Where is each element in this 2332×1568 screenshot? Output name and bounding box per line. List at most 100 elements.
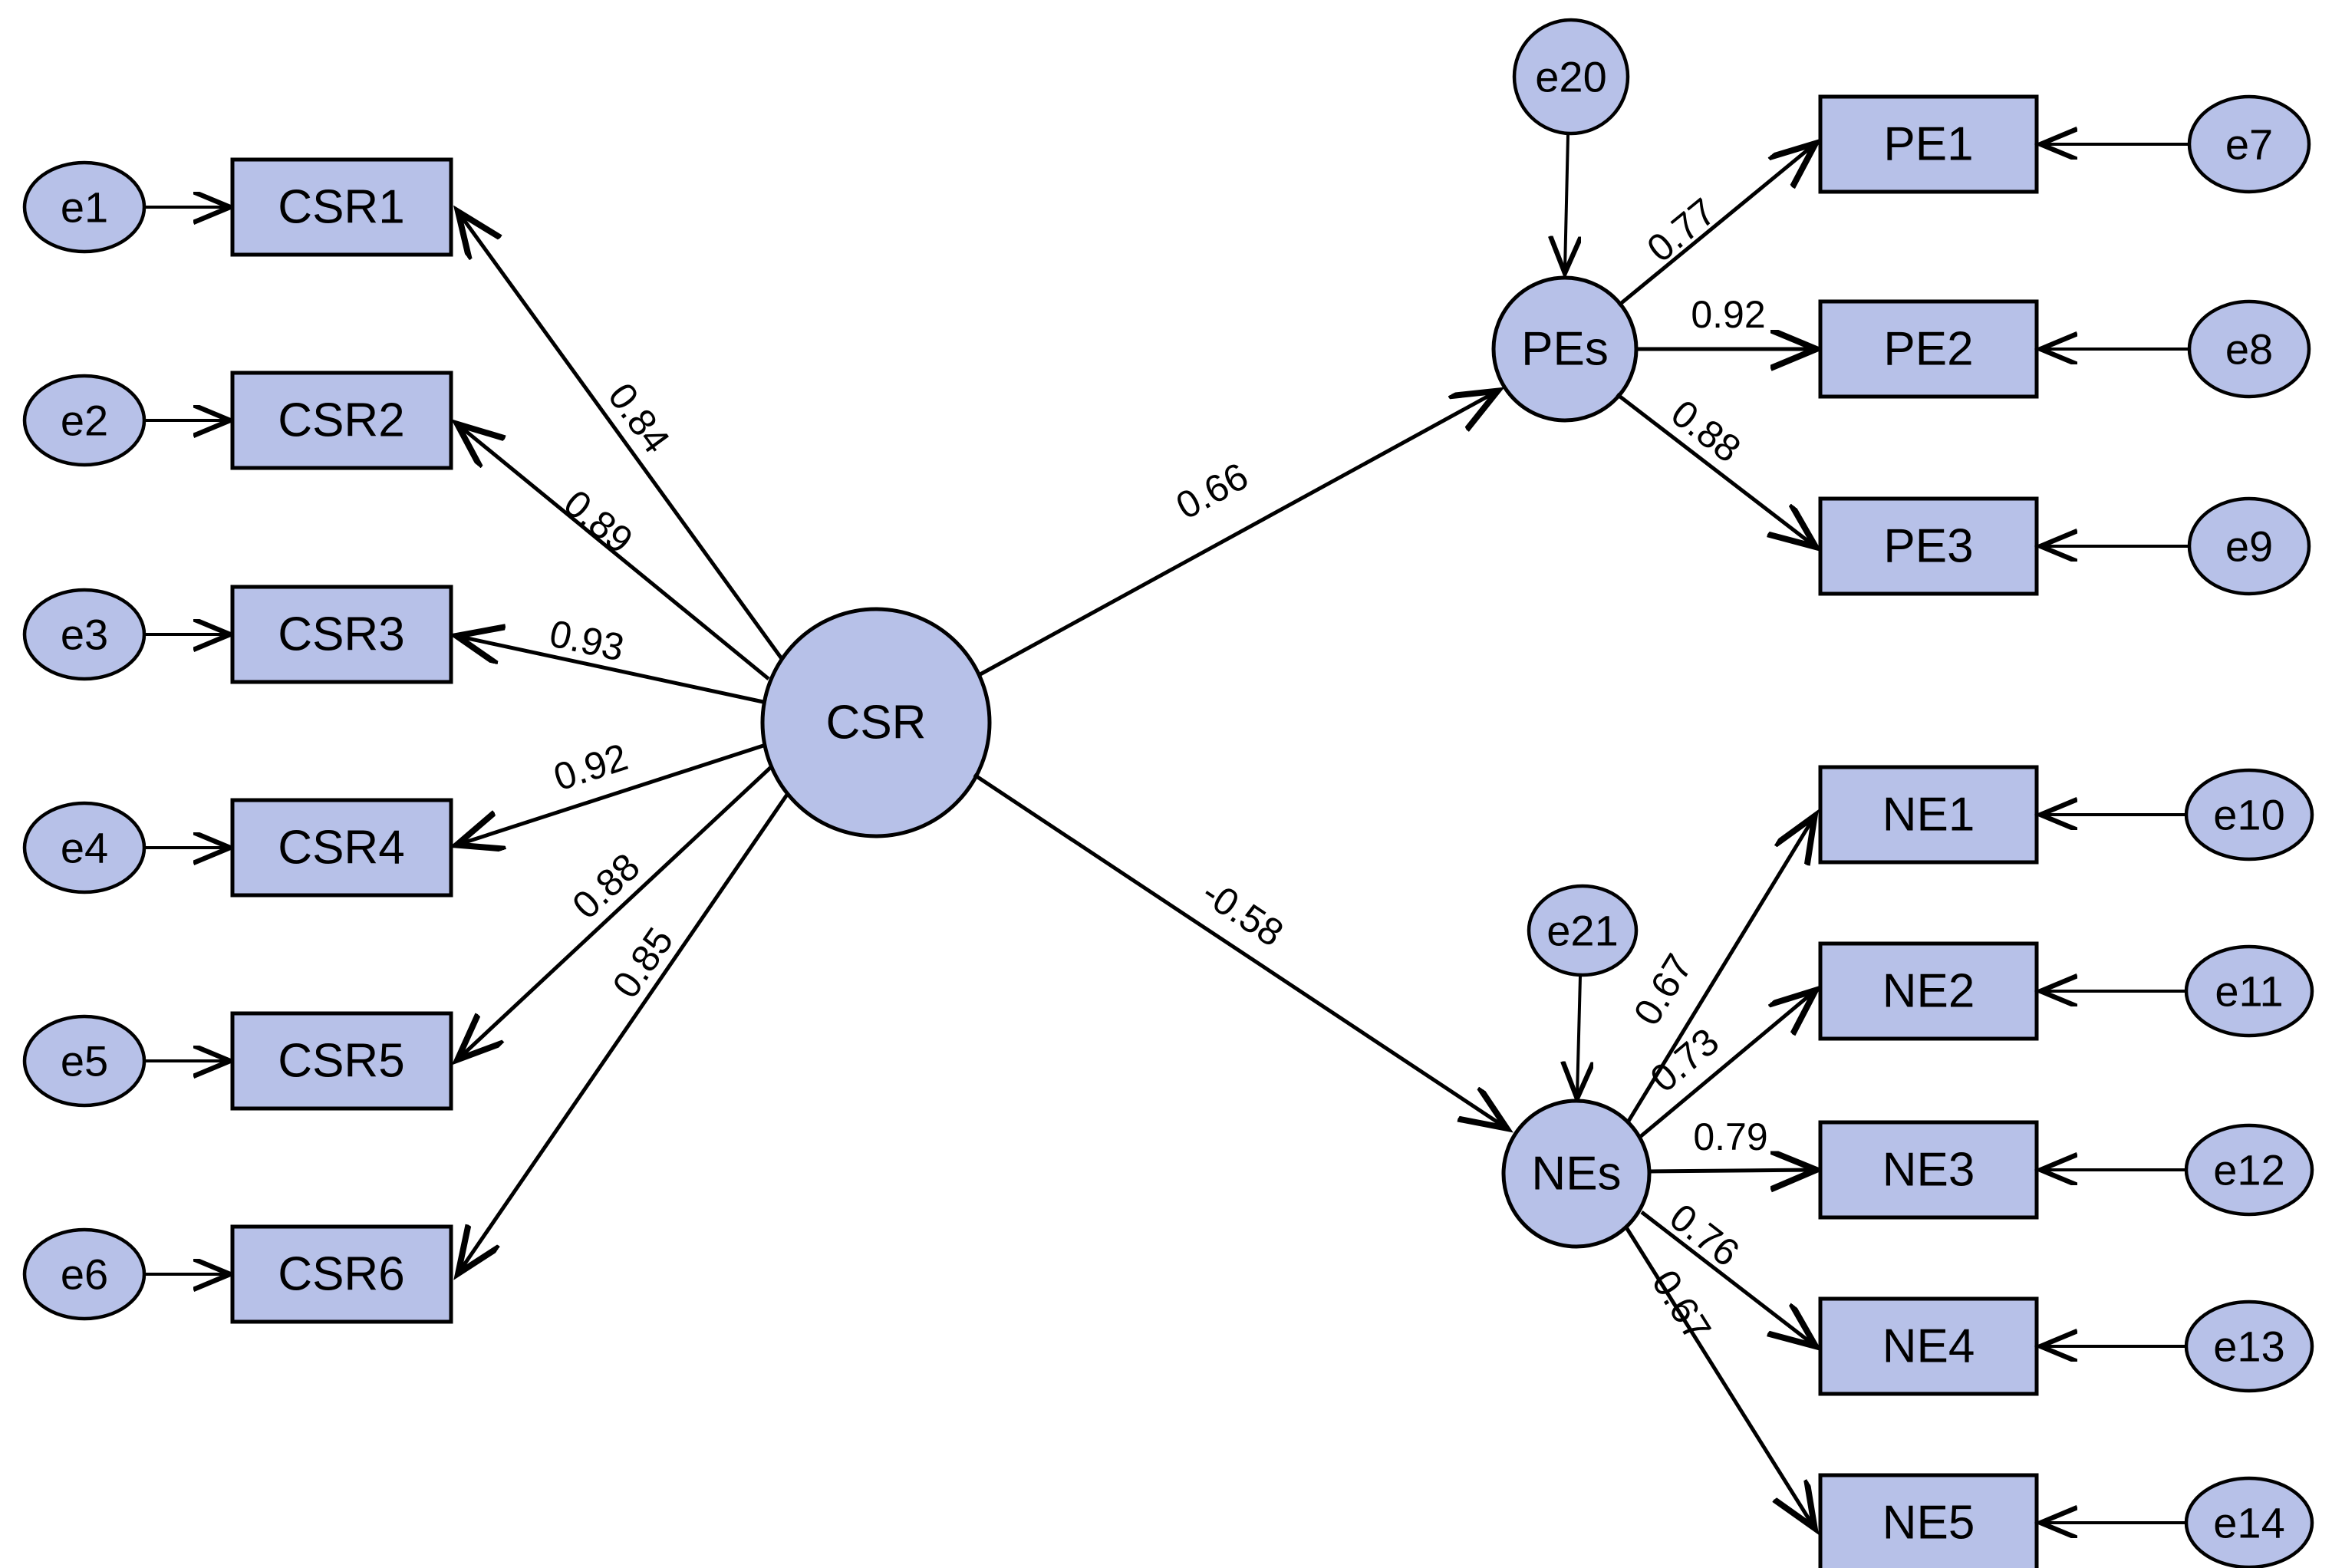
latent-label-pes: PEs: [1521, 323, 1609, 376]
error-label-e1: e1: [61, 183, 108, 232]
error-label-e14: e14: [2213, 1499, 2284, 1547]
indicator-node-csr1[interactable]: CSR1: [230, 157, 453, 257]
indicator-label-ne2: NE2: [1882, 965, 1975, 1018]
error-node-e11[interactable]: e11: [2184, 944, 2314, 1038]
coef-csr-nes: -0.58: [1194, 871, 1291, 955]
csr-error-group: e1 e2 e3 e4 e5 e6: [22, 160, 227, 1321]
indicator-node-ne5[interactable]: NE5: [1818, 1473, 2039, 1568]
coef-csr1: 0.84: [600, 375, 678, 461]
indicator-node-ne1[interactable]: NE1: [1818, 765, 2039, 865]
csr-indicator-group: CSR1 CSR2 CSR3 CSR4 CSR5 CSR6: [230, 157, 453, 1324]
edge-e21-nes: [1577, 976, 1580, 1095]
indicator-node-ne3[interactable]: NE3: [1818, 1120, 2039, 1220]
latent-label-nes: NEs: [1531, 1148, 1621, 1201]
error-label-e5: e5: [61, 1037, 108, 1085]
indicator-node-ne4[interactable]: NE4: [1818, 1296, 2039, 1396]
error-node-e12[interactable]: e12: [2184, 1123, 2314, 1217]
nes-cluster: e21 NEs 0.67 0.73 0.79 0.76 0.67 NE1 NE2…: [1501, 765, 2314, 1568]
path-nes-ne4: [1640, 1211, 1813, 1344]
error-label-e7: e7: [2225, 120, 2273, 169]
indicator-label-pe2: PE2: [1883, 323, 1973, 376]
disturbance-node-e20[interactable]: e20: [1512, 18, 1630, 136]
coef-pe1: 0.77: [1639, 189, 1724, 270]
indicator-label-ne4: NE4: [1882, 1320, 1975, 1373]
error-node-e1[interactable]: e1: [22, 160, 147, 254]
coef-ne2: 0.73: [1642, 1020, 1728, 1100]
coef-pe3: 0.88: [1663, 391, 1748, 471]
error-node-e2[interactable]: e2: [22, 374, 147, 467]
error-node-e6[interactable]: e6: [22, 1227, 147, 1321]
indicator-label-ne3: NE3: [1882, 1144, 1975, 1197]
error-label-e12: e12: [2213, 1146, 2284, 1194]
coef-csr2: 0.89: [556, 482, 641, 562]
indicator-label-ne5: NE5: [1882, 1497, 1975, 1550]
error-node-e3[interactable]: e3: [22, 588, 147, 681]
error-label-e6: e6: [61, 1250, 108, 1299]
disturbance-label-e21: e21: [1546, 907, 1618, 955]
error-label-e8: e8: [2225, 325, 2273, 374]
error-label-e9: e9: [2225, 522, 2273, 571]
indicator-node-csr2[interactable]: CSR2: [230, 371, 453, 470]
path-nes-ne1: [1625, 819, 1813, 1124]
pes-cluster: e20 PEs 0.77 0.92 0.88 PE1 PE2 PE3: [1491, 18, 2311, 596]
path-csr-csr5: [460, 766, 772, 1057]
error-label-e3: e3: [61, 611, 108, 659]
path-csr-csr6: [460, 789, 792, 1270]
indicator-label-pe1: PE1: [1883, 118, 1973, 171]
indicator-node-pe1[interactable]: PE1: [1818, 94, 2039, 194]
indicator-node-csr6[interactable]: CSR6: [230, 1224, 453, 1324]
indicator-node-ne2[interactable]: NE2: [1818, 941, 2039, 1041]
error-label-e4: e4: [61, 824, 108, 872]
coef-ne3: 0.79: [1693, 1115, 1767, 1158]
indicator-label-ne1: NE1: [1882, 789, 1975, 842]
csr-loading-labels: 0.84 0.89 0.93 0.92 0.88 0.85: [546, 375, 682, 1006]
path-nes-ne3: [1649, 1170, 1813, 1171]
path-nes-ne5: [1624, 1226, 1813, 1525]
latent-node-nes[interactable]: NEs: [1501, 1099, 1652, 1249]
latent-label-csr: CSR: [826, 697, 927, 749]
indicator-node-csr4[interactable]: CSR4: [230, 798, 453, 898]
path-nes-ne2: [1639, 993, 1813, 1138]
disturbance-label-e20: e20: [1535, 53, 1606, 101]
path-pes-pe1: [1617, 146, 1813, 307]
coef-csr3: 0.93: [546, 611, 628, 669]
indicator-label-csr5: CSR5: [278, 1035, 404, 1088]
structural-paths: 0.66 -0.58: [973, 393, 1504, 1126]
error-node-e10[interactable]: e10: [2184, 768, 2314, 861]
indicator-label-csr6: CSR6: [278, 1248, 404, 1301]
error-node-e13[interactable]: e13: [2184, 1300, 2314, 1393]
path-csr-csr1: [460, 215, 785, 661]
indicator-label-csr2: CSR2: [278, 394, 404, 447]
path-csr-csr2: [460, 427, 770, 680]
indicator-label-csr3: CSR3: [278, 608, 404, 661]
indicator-node-csr3[interactable]: CSR3: [230, 585, 453, 684]
path-csr-csr4: [460, 743, 764, 844]
latent-node-pes[interactable]: PEs: [1491, 275, 1639, 423]
indicator-node-pe2[interactable]: PE2: [1818, 299, 2039, 399]
path-csr-pes: [977, 393, 1494, 677]
path-csr-nes: [973, 772, 1504, 1126]
indicator-label-csr4: CSR4: [278, 822, 404, 875]
error-label-e2: e2: [61, 397, 108, 445]
error-node-e9[interactable]: e9: [2187, 496, 2311, 596]
coef-pe2: 0.92: [1691, 293, 1765, 336]
error-label-e10: e10: [2213, 791, 2284, 839]
csr-loading-paths: [460, 215, 792, 1270]
error-node-e8[interactable]: e8: [2187, 299, 2311, 399]
coef-csr4: 0.92: [548, 735, 633, 799]
indicator-label-csr1: CSR1: [278, 181, 404, 234]
error-node-e14[interactable]: e14: [2184, 1476, 2314, 1568]
error-node-e5[interactable]: e5: [22, 1014, 147, 1108]
error-label-e13: e13: [2213, 1323, 2284, 1371]
indicator-node-csr5[interactable]: CSR5: [230, 1011, 453, 1111]
error-node-e7[interactable]: e7: [2187, 94, 2311, 194]
indicator-label-pe3: PE3: [1883, 520, 1973, 573]
indicator-node-pe3[interactable]: PE3: [1818, 496, 2039, 596]
disturbance-node-e21[interactable]: e21: [1527, 884, 1639, 977]
coef-csr-pes: 0.66: [1169, 454, 1255, 528]
path-pes-pe3: [1616, 393, 1813, 545]
error-node-e4[interactable]: e4: [22, 801, 147, 894]
error-label-e11: e11: [2215, 967, 2283, 1016]
latent-node-csr[interactable]: CSR: [760, 607, 992, 838]
